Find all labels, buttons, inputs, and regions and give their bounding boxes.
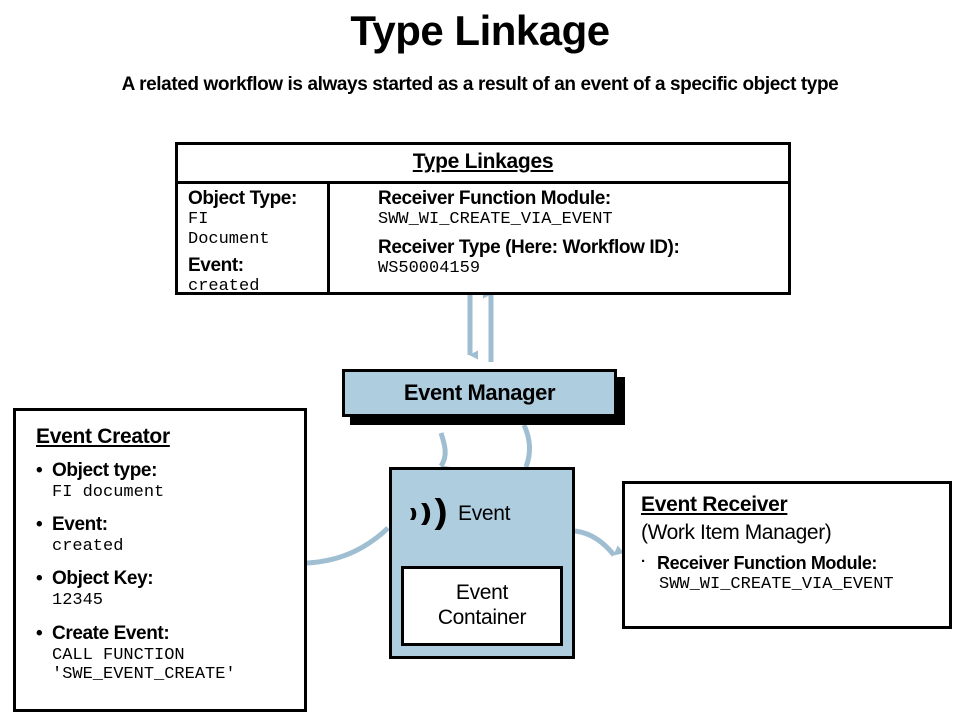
event-creator-item-value-0-line0: FI document bbox=[52, 482, 165, 502]
event-container-line2: Container bbox=[437, 606, 527, 629]
event-manager-box: Event Manager bbox=[342, 369, 617, 417]
receiver-type-value: WS50004159 bbox=[378, 258, 481, 278]
event-receiver-item-label: Receiver Function Module: bbox=[657, 553, 878, 573]
list-item: • Object type: bbox=[36, 460, 304, 482]
page-title: Type Linkage bbox=[350, 7, 610, 54]
arrow-event-to-event-manager bbox=[438, 432, 452, 476]
event-creator-title: Event Creator bbox=[36, 425, 170, 448]
event-manager-group: Event Manager bbox=[342, 369, 625, 425]
event-creator-item-value-3-line1: 'SWE_EVENT_CREATE' bbox=[52, 664, 236, 684]
list-item: • Event: bbox=[36, 514, 304, 536]
event-container-line1: Event bbox=[455, 581, 509, 605]
bullet-icon: • bbox=[36, 460, 43, 481]
event-creator-item-value-1: created bbox=[36, 537, 304, 556]
type-linkages-right-column: Receiver Function Module: SWW_WI_CREATE_… bbox=[330, 184, 788, 292]
event-label-text: Event bbox=[458, 502, 511, 525]
bullet-icon: • bbox=[36, 622, 43, 644]
event-creator-item-value-0: FI document bbox=[36, 483, 304, 502]
arrow-event-manager-to-event bbox=[521, 423, 532, 468]
event-receiver-title: Event Receiver bbox=[641, 493, 788, 516]
list-item: • Create Event: bbox=[36, 623, 304, 645]
bullet-icon: • bbox=[36, 568, 43, 590]
type-linkages-table: Type Linkages Object Type: FI Document E… bbox=[175, 142, 791, 295]
event-creator-item-label-2: Object Key: bbox=[52, 568, 154, 590]
type-linkages-left-column: Object Type: FI Document Event: created bbox=[178, 184, 330, 292]
bullet-icon: • bbox=[36, 514, 43, 536]
event-receiver-subtitle: (Work Item Manager) bbox=[641, 521, 832, 544]
list-item: · Receiver Function Module: bbox=[641, 553, 949, 574]
page-subtitle: A related workflow is always started as … bbox=[121, 74, 839, 95]
event-value: created bbox=[188, 277, 260, 292]
bullet-icon: · bbox=[641, 553, 646, 570]
event-label: Event: bbox=[188, 254, 244, 276]
type-linkages-body: Object Type: FI Document Event: created … bbox=[178, 184, 788, 292]
event-receiver-box: Event Receiver (Work Item Manager) · Rec… bbox=[622, 481, 952, 629]
event-container-box: Event Container bbox=[401, 566, 563, 646]
receiver-function-module-value: SWW_WI_CREATE_VIA_EVENT bbox=[378, 210, 613, 230]
arrow-event-creator-to-event bbox=[306, 526, 390, 566]
receiver-type-label: Receiver Type (Here: Workflow ID): bbox=[378, 236, 680, 258]
event-creator-box: Event Creator • Object type: FI document… bbox=[13, 408, 307, 712]
event-creator-item-label-3: Create Event: bbox=[52, 622, 170, 644]
event-box: Event Event Container bbox=[389, 467, 575, 659]
event-receiver-item-value-text: SWW_WI_CREATE_VIA_EVENT bbox=[659, 574, 894, 594]
event-creator-item-value-1-line0: created bbox=[52, 537, 124, 557]
event-creator-item-value-2: 12345 bbox=[36, 591, 304, 610]
list-item: • Object Key: bbox=[36, 568, 304, 590]
object-type-value-line1: FI bbox=[188, 210, 209, 230]
receiver-function-module-label: Receiver Function Module: bbox=[378, 188, 611, 209]
event-creator-item-value-3: CALL FUNCTION 'SWE_EVENT_CREATE' bbox=[36, 646, 304, 685]
type-linkages-header: Type Linkages bbox=[178, 145, 788, 184]
event-box-header: Event bbox=[392, 470, 572, 558]
object-type-value-line2: Document bbox=[188, 229, 270, 249]
event-receiver-item-value: SWW_WI_CREATE_VIA_EVENT bbox=[641, 575, 949, 594]
event-manager-label: Event Manager bbox=[403, 380, 556, 405]
event-creator-item-label-1: Event: bbox=[52, 514, 108, 536]
object-type-label: Object Type: bbox=[188, 188, 297, 209]
event-creator-item-value-3-line0: CALL FUNCTION bbox=[52, 645, 185, 665]
event-creator-item-label-0: Object type: bbox=[52, 460, 157, 481]
type-linkages-header-text: Type Linkages bbox=[412, 150, 554, 173]
event-creator-item-value-2-line0: 12345 bbox=[52, 591, 104, 611]
arrow-event-to-event-receiver bbox=[574, 528, 625, 557]
broadcast-signal-icon bbox=[410, 498, 446, 530]
